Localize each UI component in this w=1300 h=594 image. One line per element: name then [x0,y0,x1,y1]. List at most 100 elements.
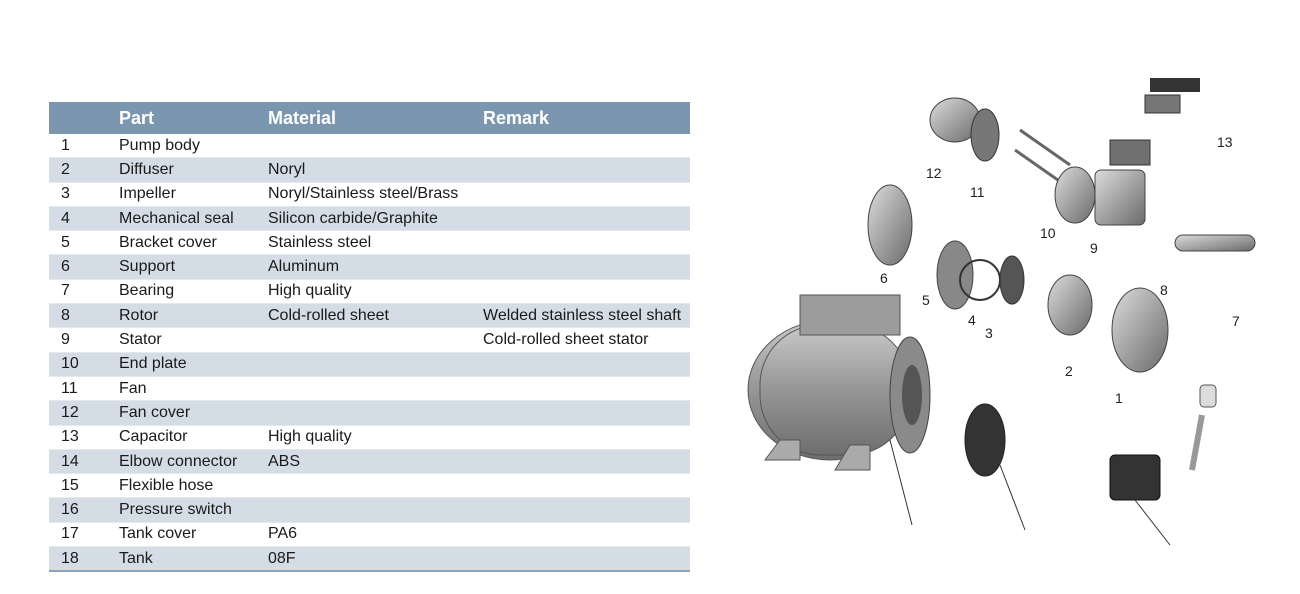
callout-7: 7 [1232,313,1240,329]
row-remark [483,425,690,450]
row-part: Bracket cover [119,230,268,256]
row-material: ABS [268,449,483,475]
callout-3: 3 [985,325,993,341]
callout-2: 2 [1065,363,1073,379]
row-material: Cold-rolled sheet [268,303,483,329]
row-remark [483,279,690,305]
header-material: Material [268,102,483,134]
row-remark [483,254,690,280]
row-part: Elbow connector [119,449,268,475]
callout-6: 6 [880,270,888,286]
row-part: Mechanical seal [119,206,268,232]
row-part: Fan [119,376,268,402]
row-part: End plate [119,352,268,377]
callout-4: 4 [968,312,976,328]
row-part: Stator [119,327,268,353]
row-material [268,134,483,159]
row-part: Bearing [119,279,268,305]
row-remark [483,230,690,256]
row-part: Pressure switch [119,497,268,523]
row-remark: Welded stainless steel shaft [483,303,690,329]
callout-13: 13 [1217,134,1233,150]
row-remark: Cold-rolled sheet stator [483,327,690,353]
row-part: Capacitor [119,425,268,450]
row-part: Tank cover [119,522,268,548]
row-material: 08F [268,546,483,573]
row-material: PA6 [268,522,483,548]
row-part: Flexible hose [119,473,268,499]
row-material: Stainless steel [268,230,483,256]
callout-1: 1 [1115,390,1123,406]
row-number: 7 [49,279,119,305]
row-remark [483,376,690,402]
header-part: Part [119,102,268,134]
row-number: 13 [49,425,119,450]
row-number: 18 [49,546,119,573]
row-number: 10 [49,352,119,377]
row-number: 5 [49,230,119,256]
row-remark [483,449,690,475]
row-part: Rotor [119,303,268,329]
row-number: 3 [49,182,119,207]
row-number: 4 [49,206,119,232]
row-remark [483,157,690,183]
row-number: 14 [49,449,119,475]
callout-8: 8 [1160,282,1168,298]
row-material: Noryl [268,157,483,183]
row-material [268,376,483,402]
pump-parts-drawing [867,78,1256,546]
row-part: Tank [119,546,268,573]
callout-9: 9 [1090,240,1098,256]
row-material: High quality [268,425,483,450]
row-number: 17 [49,522,119,548]
row-number: 6 [49,254,119,280]
row-remark [483,352,690,377]
callout-10: 10 [1040,225,1056,241]
row-remark [483,522,690,548]
row-part: Diffuser [119,157,268,183]
row-part: Pump body [119,134,268,159]
header-number [49,102,119,134]
row-material: High quality [268,279,483,305]
row-number: 16 [49,497,119,523]
row-material [268,327,483,353]
row-part: Support [119,254,268,280]
header-remark: Remark [483,102,690,134]
row-remark [483,206,690,232]
row-number: 8 [49,303,119,329]
row-remark [483,473,690,499]
row-number: 11 [49,376,119,402]
callout-11: 11 [970,184,985,200]
row-number: 1 [49,134,119,159]
row-material [268,400,483,426]
row-number: 12 [49,400,119,426]
callout-5: 5 [922,292,930,308]
row-material: Noryl/Stainless steel/Brass [268,182,483,207]
table-header-row: Part Material Remark [49,102,690,134]
row-material [268,497,483,523]
row-material [268,473,483,499]
row-number: 15 [49,473,119,499]
row-part: Fan cover [119,400,268,426]
row-remark [483,134,690,159]
row-remark [483,400,690,426]
row-material: Silicon carbide/Graphite [268,206,483,232]
